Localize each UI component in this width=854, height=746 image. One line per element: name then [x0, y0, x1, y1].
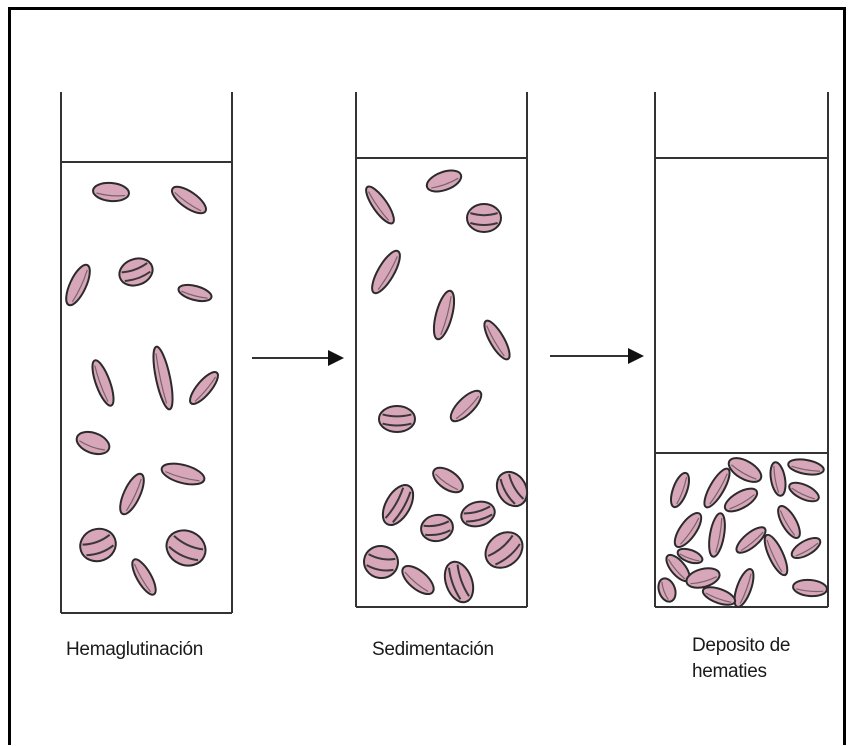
red-blood-cell: [159, 460, 206, 489]
red-blood-cell: [88, 358, 118, 408]
red-blood-cell: [655, 576, 678, 604]
arrow-2: [550, 348, 644, 364]
red-blood-cell: [168, 182, 210, 218]
red-blood-cell: [787, 457, 825, 477]
red-blood-cell: [760, 532, 791, 578]
red-blood-cell: [440, 558, 479, 606]
red-blood-cell: [76, 524, 121, 566]
red-blood-cell: [792, 579, 827, 598]
red-blood-cell: [667, 471, 692, 510]
red-blood-cell: [701, 584, 738, 609]
arrow-1: [252, 350, 344, 366]
red-blood-cell: [774, 503, 804, 541]
red-blood-cell: [670, 509, 706, 551]
red-blood-cell: [467, 204, 501, 232]
red-blood-cell: [424, 166, 464, 195]
caption-sedimentation: Sedimentación: [372, 637, 494, 663]
red-blood-cell: [61, 262, 94, 309]
caption-deposit: Deposito de hematies: [692, 633, 790, 685]
red-blood-cell: [128, 556, 160, 598]
red-blood-cell: [419, 512, 455, 543]
red-blood-cell: [480, 317, 514, 362]
red-blood-cell: [377, 480, 420, 530]
red-blood-cell: [149, 345, 176, 411]
red-blood-cell: [177, 282, 213, 304]
red-blood-cell: [706, 512, 727, 558]
red-blood-cell: [186, 368, 222, 408]
red-blood-cell: [721, 484, 760, 516]
red-blood-cell: [429, 463, 467, 497]
red-blood-cell: [92, 181, 129, 202]
caption-deposit-line2: hematies: [692, 659, 790, 685]
red-blood-cell: [787, 479, 822, 505]
red-blood-cell: [116, 254, 157, 290]
caption-hemagglutination: Hemaglutinación: [66, 637, 203, 663]
red-blood-cell: [430, 289, 458, 341]
caption-deposit-line1: Deposito de: [692, 633, 790, 659]
red-blood-cell: [161, 524, 212, 572]
red-blood-cell: [725, 453, 765, 487]
red-blood-cell: [362, 183, 399, 227]
red-blood-cell: [379, 406, 415, 432]
red-blood-cell: [478, 525, 529, 575]
red-blood-cell: [446, 386, 486, 426]
red-blood-cell: [74, 428, 113, 458]
red-blood-cell: [398, 561, 439, 599]
red-blood-cell: [768, 461, 788, 497]
red-blood-cell: [115, 471, 148, 518]
red-blood-cell: [367, 247, 405, 297]
red-blood-cell: [458, 498, 497, 530]
red-blood-cell: [361, 543, 400, 580]
